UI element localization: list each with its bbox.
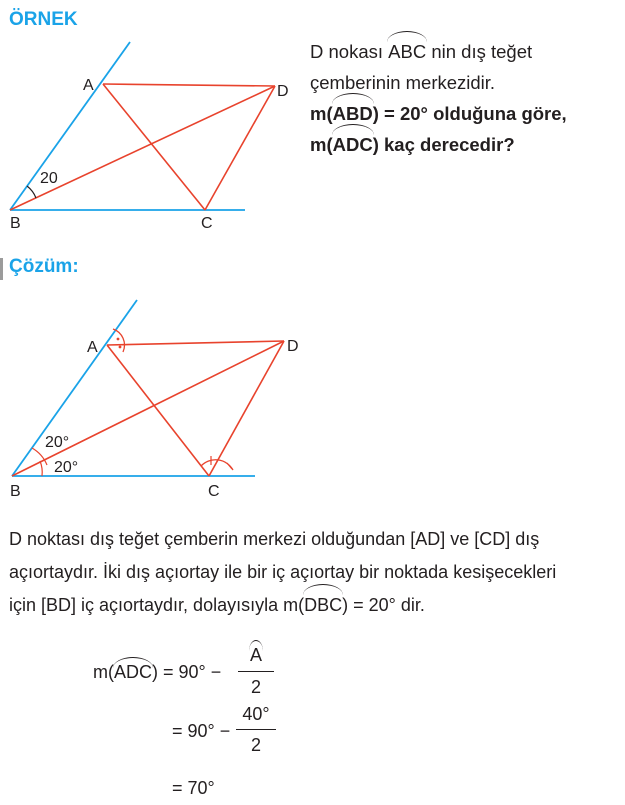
fig2-line-ba [11,299,138,477]
fraction-2-numerator: 40° [242,704,270,724]
solution-line-1: D noktası dış teğet çemberin merkezi old… [9,529,540,549]
fraction-1-denominator: 2 [250,677,261,697]
fig2-angle-arc-a [112,328,126,353]
equation-lhs: m(ADC) = 90° − [93,657,222,682]
fig1-line-bd [9,85,276,211]
fraction-2-denominator: 2 [250,735,261,755]
arc-adc-eq: ADC [112,657,154,682]
fig2-label-d: D [287,338,299,355]
solution-paragraph: D noktası dış teğet çemberin merkezi old… [9,523,614,622]
fig2-mark-dot-2 [118,345,122,349]
fig2-angle-arc-b1 [31,447,48,466]
solution-line-3: için [BD] iç açıortaydır, dolayısıyla m(… [9,584,614,622]
fig1-line-ad [102,83,276,87]
equation-result: = 70° [172,778,215,798]
fig1-angle-arc [26,185,37,199]
solution-heading: Çözüm: [9,256,79,277]
figure-2: A D B C 20° 20° [10,299,299,500]
fig2-label-b: B [10,483,21,500]
fig2-label-c: C [208,483,220,500]
fig1-label-b: B [10,215,21,232]
question-line-1: D nokası ABC nin dış teğet [310,31,610,67]
fig1-label-a: A [83,77,94,94]
fig2-angle-upper: 20° [45,434,69,451]
fraction-1-numerator: A [248,640,264,665]
arc-dbc: DBC [303,584,344,622]
fraction-1-bar [238,671,274,673]
fraction-2-bar [236,729,276,731]
equation-step-2: = 90° − [172,721,231,741]
fig1-label-c: C [201,215,213,232]
arc-adc: ADC [331,124,374,160]
fig2-line-bd [11,340,285,477]
solution-line-2: açıortaydır. İki dış açıortay ile bir iç… [9,562,557,582]
example-heading: ÖRNEK [9,9,78,30]
question-line-3: m(ABD) = 20° olduğuna göre, [310,93,610,129]
fig2-angle-arc-b2 [39,460,43,477]
arc-abc: ABC [387,31,428,67]
question-line-4: m(ADC) kaç derecedir? [310,124,610,160]
figure-1: A D B C 20 [9,41,289,232]
fig2-line-ac [106,344,210,477]
question-text: D nokası ABC nin dış teğet çemberinin me… [310,31,610,160]
fig2-tick-2 [226,462,233,470]
fig1-angle-label: 20 [40,170,58,187]
fig2-mark-dot-1 [116,337,120,341]
fig2-line-ad [106,340,285,346]
fig1-label-d: D [277,83,289,100]
fig2-line-cd [208,340,285,477]
fig2-angle-lower: 20° [54,459,78,476]
question-line-2: çemberinin merkezidir. [310,72,496,93]
arc-abd: ABD [331,93,374,129]
fig1-line-ac [102,83,206,211]
fig2-label-a: A [87,339,98,356]
fig1-line-ba [9,41,131,211]
solution-marker [0,258,3,280]
fig1-line-cd [204,85,276,211]
